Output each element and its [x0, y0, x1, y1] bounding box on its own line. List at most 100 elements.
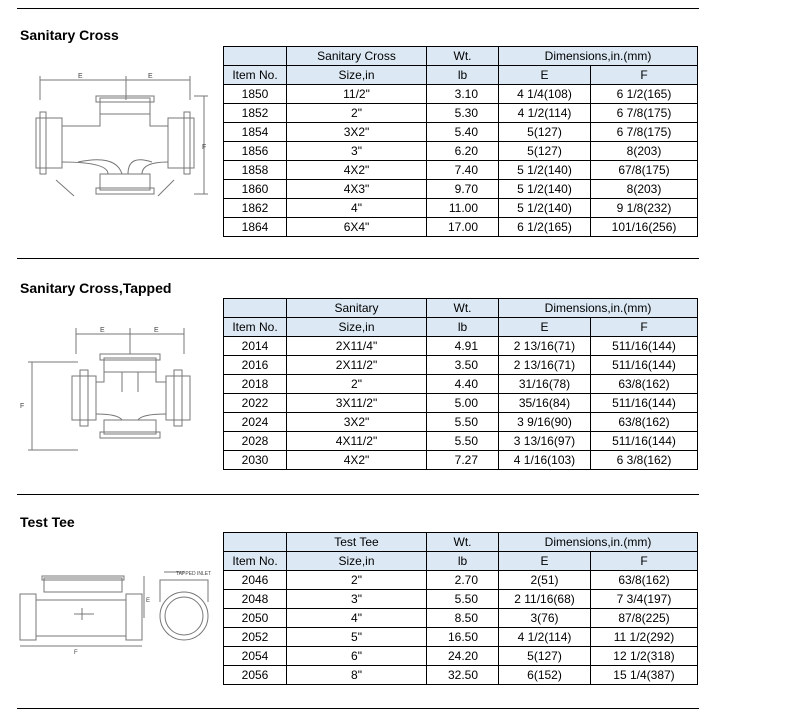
table-cell: 3 13/16(97)	[498, 431, 591, 451]
table-cell: 24.20	[426, 646, 499, 666]
table-cell: 4 1/2(114)	[498, 627, 591, 647]
table-cell: 3"	[286, 589, 427, 609]
test-tee-drawing: E F TAPPED INLET	[19, 571, 211, 656]
dim-label-e: E	[100, 327, 105, 334]
header-cell: Dimensions,in.(mm)	[498, 532, 698, 552]
divider-2	[17, 494, 699, 495]
header-cell: Size,in	[286, 551, 427, 571]
header-cell: Item No.	[223, 65, 287, 85]
table-cell: 2046	[223, 570, 287, 590]
header-cell: F	[590, 551, 698, 571]
dim-label-f: F	[202, 144, 206, 151]
table-cell: 5(127)	[498, 122, 591, 142]
table-cell: 2054	[223, 646, 287, 666]
table-cell: 4 1/4(108)	[498, 84, 591, 104]
header-cell: Size,in	[286, 65, 427, 85]
table-cell: 87/8(225)	[590, 608, 698, 628]
table-cell: 1850	[223, 84, 287, 104]
section-title: Test Tee	[20, 514, 75, 530]
tapped-inlet-label: TAPPED INLET	[176, 571, 211, 577]
table-cell: 5.50	[426, 589, 499, 609]
table-cell: 63/8(162)	[590, 570, 698, 590]
table-cell: 1856	[223, 141, 287, 161]
table-cell: 4X11/2"	[286, 431, 427, 451]
header-cell: E	[498, 317, 591, 337]
header-cell: Dimensions,in.(mm)	[498, 298, 698, 318]
table-cell: 3.50	[426, 355, 499, 375]
table-cell: 2(51)	[498, 570, 591, 590]
table-cell: 2 11/16(68)	[498, 589, 591, 609]
divider-1	[17, 258, 699, 259]
table-cell: 6 7/8(175)	[590, 103, 698, 123]
table-cell: 511/16(144)	[590, 355, 698, 375]
table-cell: 1862	[223, 198, 287, 218]
table-cell: 2X11/2"	[286, 355, 427, 375]
table-cell: 101/16(256)	[590, 217, 698, 237]
table-cell: 4.91	[426, 336, 499, 356]
header-cell: E	[498, 551, 591, 571]
table-cell: 6.20	[426, 141, 499, 161]
table-cell: 5.50	[426, 431, 499, 451]
table-header-row: Sanitary Cross Wt. Dimensions,in.(mm)	[223, 46, 698, 66]
table-cell: 511/16(144)	[590, 336, 698, 356]
header-cell: Wt.	[426, 46, 499, 66]
header-cell	[223, 298, 287, 318]
table-cell: 32.50	[426, 665, 499, 685]
header-cell: lb	[426, 317, 499, 337]
header-cell: F	[590, 317, 698, 337]
table-cell: 1854	[223, 122, 287, 142]
table-cell: 2050	[223, 608, 287, 628]
table-cell: 2018	[223, 374, 287, 394]
header-cell: lb	[426, 65, 499, 85]
table-cell: 2052	[223, 627, 287, 647]
table-header-row: Item No. Size,in lb E F	[223, 551, 698, 571]
header-cell: E	[498, 65, 591, 85]
table-cell: 2028	[223, 431, 287, 451]
table-cell: 5.50	[426, 412, 499, 432]
dim-label-f: F	[20, 403, 24, 410]
table-cell: 2022	[223, 393, 287, 413]
table-cell: 6"	[286, 646, 427, 666]
test-tee-table: Test Tee Wt. Dimensions,in.(mm) Item No.…	[223, 532, 698, 685]
table-cell: 7.40	[426, 160, 499, 180]
table-cell: 8(203)	[590, 141, 698, 161]
table-cell: 3X2"	[286, 122, 427, 142]
table-cell: 35/16(84)	[498, 393, 591, 413]
header-cell: Wt.	[426, 532, 499, 552]
table-cell: 2056	[223, 665, 287, 685]
table-cell: 5.30	[426, 103, 499, 123]
section-title: Sanitary Cross	[20, 27, 119, 43]
table-cell: 1858	[223, 160, 287, 180]
header-cell: lb	[426, 551, 499, 571]
table-cell: 11.00	[426, 198, 499, 218]
sanitary-cross-tapped-table: Sanitary Wt. Dimensions,in.(mm) Item No.…	[223, 298, 698, 470]
table-cell: 9.70	[426, 179, 499, 199]
table-cell: 16.50	[426, 627, 499, 647]
table-cell: 15 1/4(387)	[590, 665, 698, 685]
header-cell: Wt.	[426, 298, 499, 318]
table-cell: 4"	[286, 198, 427, 218]
table-cell: 2024	[223, 412, 287, 432]
header-cell: Sanitary	[286, 298, 427, 318]
table-cell: 4"	[286, 608, 427, 628]
table-cell: 5 1/2(140)	[498, 179, 591, 199]
table-cell: 1852	[223, 103, 287, 123]
table-cell: 511/16(144)	[590, 431, 698, 451]
header-cell: Item No.	[223, 317, 287, 337]
table-cell: 11 1/2(292)	[590, 627, 698, 647]
table-cell: 8"	[286, 665, 427, 685]
table-cell: 6X4"	[286, 217, 427, 237]
table-cell: 3(76)	[498, 608, 591, 628]
table-cell: 4X3"	[286, 179, 427, 199]
